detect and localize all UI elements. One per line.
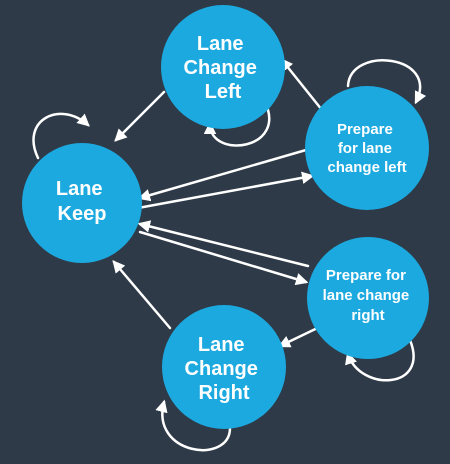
state-label-line: lane change <box>323 287 410 304</box>
state-label-line: Lane <box>56 178 103 200</box>
edge-lane-keep-self-loop <box>32 112 90 160</box>
state-label-line: Change <box>184 57 257 79</box>
state-label-line: right <box>351 307 384 324</box>
svg-text:Lane Keep: Lane Keep <box>56 178 108 225</box>
edge-lane-keep-to-prepare-right <box>138 230 309 286</box>
state-lane-change-left: Lane Change Left <box>161 5 285 129</box>
edge-lane-change-right-self-loop <box>155 399 232 452</box>
edge-prepare-left-self-loop <box>346 59 427 105</box>
edge-lane-keep-to-prepare-left <box>136 171 315 210</box>
svg-text:Prepare for lane c: Prepare for lane change left <box>327 121 406 176</box>
state-label-line: Left <box>205 81 242 103</box>
transitions <box>32 58 427 452</box>
state-circle <box>162 305 286 429</box>
state-label-line: for lane <box>338 140 392 157</box>
state-circle <box>161 5 285 129</box>
state-lane-keep: Lane Keep <box>22 143 142 263</box>
state-label-line: Change <box>185 358 258 380</box>
state-label-line: Prepare for <box>326 267 406 284</box>
state-label-line: Right <box>198 382 249 404</box>
state-lane-change-right: Lane Change Right <box>162 305 286 429</box>
state-label-line: Lane <box>198 334 245 356</box>
edge-prepare-left-to-lane-change-left <box>280 58 324 112</box>
state-label-line: Lane <box>197 33 244 55</box>
state-label-line: Keep <box>58 203 107 225</box>
edge-lane-change-left-self-loop <box>203 98 271 147</box>
svg-text:Lane Change Left: Lane Change Left <box>184 33 263 103</box>
state-label-line: change left <box>327 159 406 176</box>
edge-prepare-right-to-lane-keep <box>137 220 310 268</box>
edge-prepare-right-self-loop <box>345 338 415 382</box>
state-circle <box>22 143 142 263</box>
edge-lane-change-left-to-lane-keep <box>114 90 166 142</box>
svg-text:Lane Change Right: Lane Change Right <box>185 334 264 404</box>
edge-prepare-left-to-lane-keep <box>137 148 308 202</box>
edge-lane-change-right-to-lane-keep <box>112 260 172 330</box>
state-label-line: Prepare <box>337 121 393 138</box>
state-circle <box>307 237 429 359</box>
state-circle <box>305 86 429 210</box>
svg-text:Prepare for lane change: Prepare for lane change right <box>323 267 414 324</box>
state-prepare-right: Prepare for lane change right <box>307 237 429 359</box>
state-prepare-left: Prepare for lane change left <box>305 86 429 210</box>
